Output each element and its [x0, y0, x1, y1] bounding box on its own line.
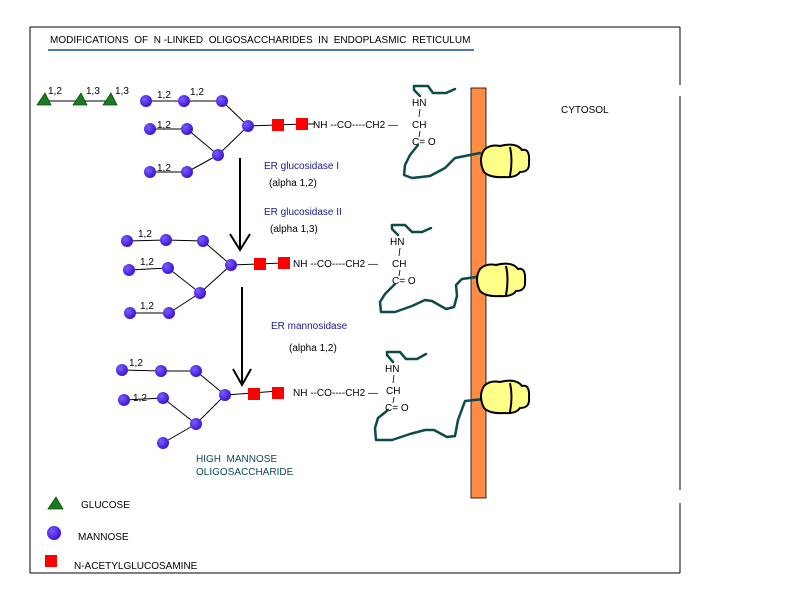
- glcnac-icon: [272, 387, 284, 399]
- mannose-icon: [181, 123, 193, 135]
- mannose-icon: [181, 166, 193, 178]
- mannose-icon: [178, 95, 190, 107]
- diagram-title: MODIFICATIONS OF N -LINKED OLIGOSACCHARI…: [50, 35, 470, 46]
- legend-mannose-label: MANNOSE: [78, 532, 129, 543]
- mannose-icon: [197, 235, 209, 247]
- ch-text: CH: [392, 259, 406, 270]
- enzyme-label: ER glucosidase II: [264, 207, 342, 218]
- mannose-icon: [163, 307, 175, 319]
- stage3-oligosaccharide: 1,2 1,2: [116, 358, 284, 449]
- protein-1: [480, 143, 531, 179]
- mannose-icon: [194, 287, 206, 299]
- mannose-icon: [160, 234, 172, 246]
- mannose-icon: [124, 307, 136, 319]
- bond-label: 1,2: [157, 163, 171, 174]
- legend-glcnac-label: N-ACETYLGLUCOSAMINE: [74, 561, 198, 572]
- glucose-icon: [36, 92, 52, 106]
- bond-label: 1,2: [190, 87, 204, 98]
- mannose-icon: [116, 364, 128, 376]
- glcnac-icon: [296, 118, 308, 130]
- co-text: C= O: [392, 276, 416, 287]
- mannose-icon: [121, 235, 133, 247]
- specificity-label: (alpha 1,2): [269, 178, 317, 189]
- mannose-icon: [140, 95, 152, 107]
- mannose-icon: [144, 166, 156, 178]
- frame: [29, 26, 681, 574]
- ch-text: CH: [412, 120, 426, 131]
- bond-label: 1,2: [157, 90, 171, 101]
- hn-text: HN: [385, 364, 399, 375]
- arrow-step-1: [229, 158, 251, 252]
- linker-text: NH --CO----CH2 —: [293, 388, 378, 399]
- co-text: C= O: [412, 137, 436, 148]
- protein-2: [476, 262, 527, 298]
- bond-label: 1,3: [86, 86, 100, 97]
- bond-label: 1,3: [115, 86, 129, 97]
- specificity-label: (alpha 1,2): [289, 343, 337, 354]
- bond-label: 1,2: [48, 86, 62, 97]
- bond-label: 1,2: [129, 358, 143, 369]
- glcnac-icon: [278, 257, 290, 269]
- specificity-label: (alpha 1,3): [270, 224, 318, 235]
- high-mannose-label-line1: HIGH MANNOSE: [196, 454, 277, 465]
- stage1-asparagine-linkage: NH --CO----CH2 — CH HN C= O: [313, 84, 482, 180]
- arrow-step-2: [232, 287, 252, 388]
- glucose-icon: [102, 92, 118, 106]
- glcnac-icon: [248, 388, 260, 400]
- mannose-icon: [212, 149, 224, 161]
- legend-glcnac-icon: [45, 555, 57, 567]
- mannose-icon: [216, 95, 228, 107]
- mannose-icon: [242, 120, 254, 132]
- bond-label: 1,2: [138, 229, 152, 240]
- mannose-icon: [155, 365, 167, 377]
- legend: GLUCOSE MANNOSE N-ACETYLGLUCOSAMINE: [45, 496, 198, 572]
- bond-label: 1,2: [140, 301, 154, 312]
- mannose-icon: [219, 389, 231, 401]
- stage1-oligosaccharide: 1,2 1,3 1,3 1,2 1,2 1,2 1,2: [36, 86, 315, 178]
- glcnac-icon: [272, 119, 284, 131]
- high-mannose-label-line2: OLIGOSACCHARIDE: [196, 467, 294, 478]
- mannose-icon: [157, 437, 169, 449]
- mannose-icon: [190, 418, 202, 430]
- bond-label: 1,2: [133, 393, 147, 404]
- stage3-asparagine-linkage: NH --CO----CH2 — CH HN C= O: [293, 350, 486, 442]
- mannose-icon: [157, 392, 169, 404]
- glcnac-icon: [254, 258, 266, 270]
- mannose-icon: [118, 394, 130, 406]
- hn-text: HN: [390, 237, 404, 248]
- legend-glucose-label: GLUCOSE: [81, 500, 130, 511]
- hn-text: HN: [412, 98, 426, 109]
- mannose-icon: [162, 262, 174, 274]
- enzyme-label: ER glucosidase I: [264, 161, 339, 172]
- mannose-icon: [144, 123, 156, 135]
- bond-label: 1,2: [140, 257, 154, 268]
- glucose-icon: [72, 92, 88, 106]
- legend-glucose-icon: [47, 496, 64, 510]
- mannose-icon: [225, 259, 237, 271]
- protein-3: [480, 379, 531, 415]
- co-text: C= O: [385, 403, 409, 414]
- legend-mannose-icon: [47, 526, 61, 540]
- stage2-asparagine-linkage: NH --CO----CH2 — CH HN C= O: [293, 223, 478, 314]
- mannose-icon: [190, 365, 202, 377]
- stage2-oligosaccharide: 1,2 1,2 1,2: [121, 229, 290, 319]
- linker-text: NH --CO----CH2 —: [293, 259, 378, 270]
- ch-text: CH: [386, 386, 400, 397]
- linker-text: NH --CO----CH2 —: [313, 120, 398, 131]
- enzyme-label: ER mannosidase: [271, 321, 348, 332]
- cytosol-label: CYTOSOL: [561, 105, 609, 116]
- mannose-icon: [123, 264, 135, 276]
- bond-label: 1,2: [157, 120, 171, 131]
